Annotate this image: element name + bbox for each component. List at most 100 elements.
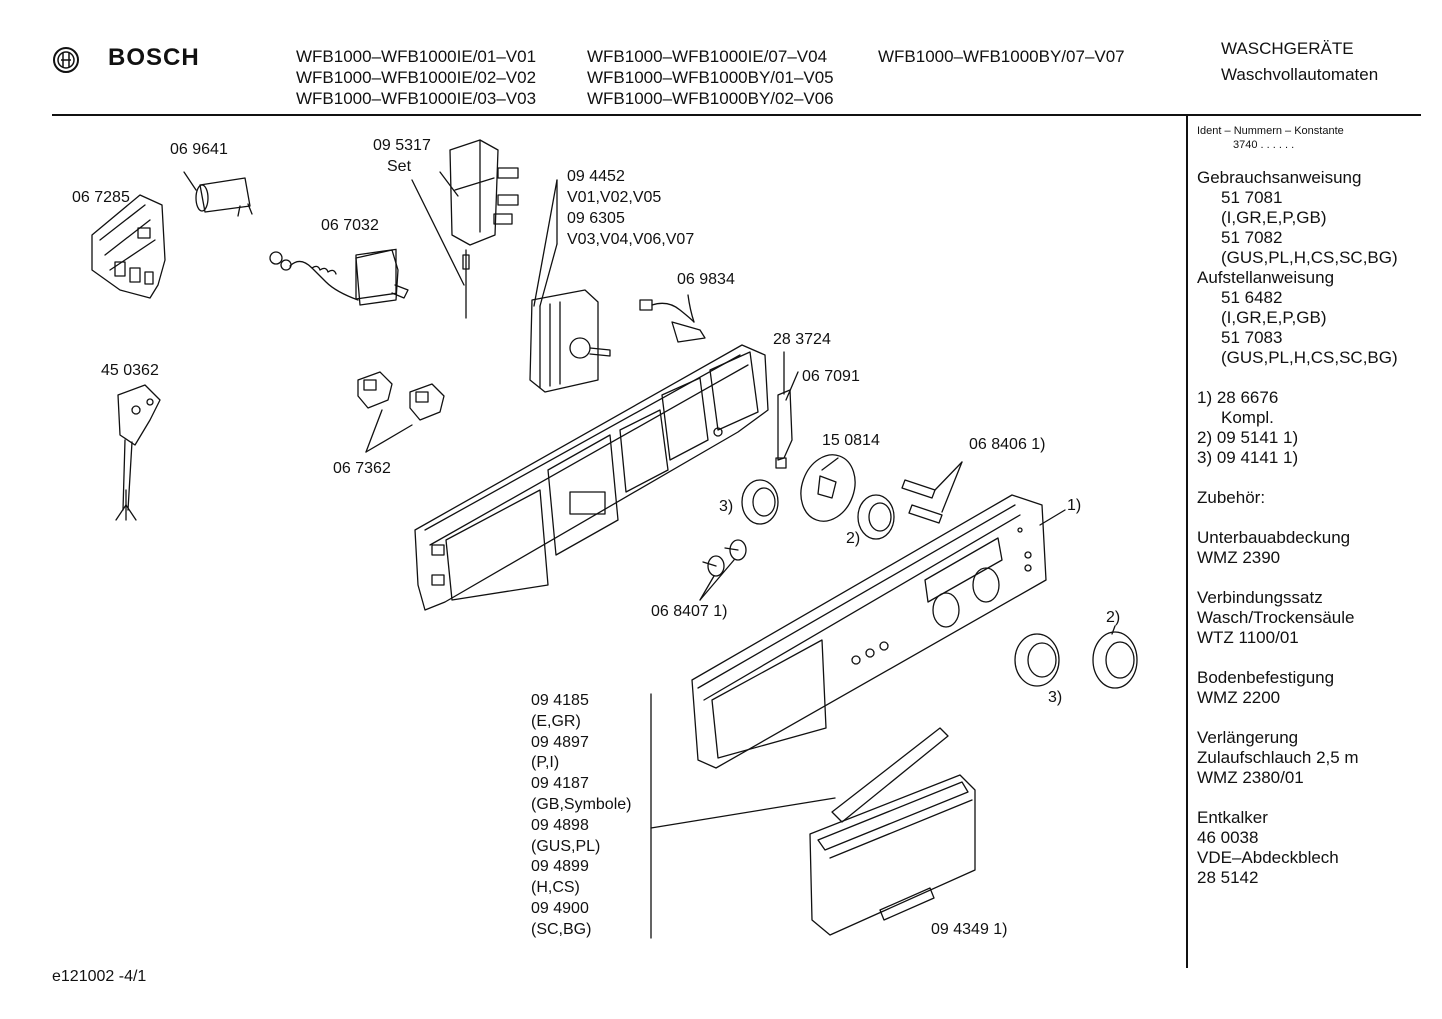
sidebar-line: (GUS,PL,H,CS,SC,BG) [1221, 348, 1398, 367]
category-subtitle: Waschvollautomaten [1221, 65, 1379, 84]
model-item: WFB1000–WFB1000IE/02–V02 [296, 68, 537, 87]
panel-variant-item: 09 4185 [531, 692, 589, 709]
sidebar-line: Wasch/Trockensäule [1197, 608, 1355, 627]
sidebar-spacer [1197, 788, 1437, 808]
sidebar-line: Entkalker [1197, 808, 1268, 827]
part-label: 45 0362 [101, 362, 159, 379]
sidebar-line: 51 7082 [1221, 228, 1283, 247]
part-label: 28 3724 [773, 331, 831, 348]
part-label: 06 9641 [170, 141, 228, 158]
part-label: 09 4349 1) [931, 921, 1008, 938]
part-label: 06 8406 1) [969, 436, 1046, 453]
panel-variant-item: (H,CS) [531, 879, 580, 897]
panel-variant-item: 09 4897 [531, 733, 589, 751]
indicator-lamps-part [901, 461, 963, 524]
ident-value: 3740 . . . . . . [1233, 139, 1295, 151]
sidebar-line: Gebrauchsanweisung [1197, 168, 1362, 187]
sidebar-line: WMZ 2380/01 [1197, 768, 1304, 787]
part-label: 3) [1048, 689, 1063, 706]
sidebar-line: Verbindungssatz [1197, 588, 1323, 607]
thermostat-part [269, 248, 409, 306]
push-switches-part [357, 371, 445, 453]
sidebar-line: VDE–Abdeckblech [1197, 848, 1339, 867]
model-item: WFB1000–WFB1000IE/03–V03 [296, 89, 537, 108]
model-item: WFB1000–WFB1000BY/07–V07 [878, 47, 1125, 66]
knob-2-part [857, 494, 895, 540]
sidebar-line: Kompl. [1221, 408, 1274, 427]
sidebar: Ident – Nummern – Konstante 3740 . . . .… [1197, 124, 1437, 888]
category-title: WASCHGERÄTE [1221, 39, 1354, 58]
sidebar-spacer [1197, 648, 1437, 668]
symbol-strip-part [650, 693, 949, 939]
brand-name: BOSCH [108, 44, 200, 71]
part-label: 06 7091 [802, 368, 860, 385]
model-list-3: WFB1000–WFB1000BY/07–V07 [878, 46, 1125, 67]
knob-3-part [741, 479, 779, 525]
footer-code: e121002 -4/1 [52, 968, 147, 985]
sidebar-spacer [1197, 368, 1437, 388]
sidebar-line: 1) 28 6676 [1197, 388, 1279, 407]
part-label: Set [387, 158, 412, 175]
model-item: WFB1000–WFB1000IE/07–V04 [587, 47, 828, 66]
sidebar-spacer [1197, 708, 1437, 728]
panel-variant-item: 09 4898 [531, 816, 589, 834]
panel-variant-item: (E,GR) [531, 712, 581, 730]
part-label: 2) [846, 530, 861, 547]
sidebar-rule [1186, 116, 1188, 968]
header-rule [52, 114, 1421, 116]
sidebar-line: Zubehör: [1197, 488, 1266, 507]
exploded-parts-diagram [91, 139, 1138, 939]
panel-variant-item: (GB,Symbole) [531, 795, 632, 813]
part-label: 06 7285 [72, 189, 130, 206]
sidebar-line: Aufstellanweisung [1197, 268, 1335, 287]
part-label: 09 5317 [373, 137, 431, 154]
pressure-switch-part [411, 139, 519, 319]
bosch-logo-icon [52, 46, 80, 79]
part-label: 06 7032 [321, 217, 379, 234]
panel-variant-list: 09 4185 (E,GR) 09 4897 (P,I) 09 4187 (GB,Symb… [531, 691, 631, 941]
sidebar-spacer [1197, 468, 1437, 488]
sidebar-line: (I,GR,E,P,GB) [1221, 208, 1327, 227]
part-label: 06 7362 [333, 460, 391, 477]
panel-variant-item: 09 4900 [531, 899, 589, 917]
sidebar-line: 28 5142 [1197, 868, 1259, 887]
sidebar-line: 2) 09 5141 1) [1197, 428, 1299, 447]
model-item: WFB1000–WFB1000BY/02–V06 [587, 89, 834, 108]
sidebar-line: Verlängerung [1197, 728, 1299, 747]
part-label: 09 4452 [567, 168, 625, 185]
knob-3-front-part [1014, 633, 1060, 687]
sidebar-line: (I,GR,E,P,GB) [1221, 308, 1327, 327]
part-label: 06 8407 1) [651, 603, 728, 620]
model-item: WFB1000–WFB1000BY/01–V05 [587, 68, 834, 87]
drawer-handle-part [809, 774, 976, 936]
panel-variant-item: 09 4187 [531, 775, 589, 793]
sidebar-line: 51 7081 [1221, 188, 1283, 207]
panel-carrier-part [414, 344, 769, 611]
part-label: 2) [1106, 609, 1121, 626]
part-label: V03,V04,V06,V07 [567, 231, 695, 248]
lever-part [775, 351, 799, 469]
sidebar-spacer [1197, 508, 1437, 528]
leader-line [1111, 625, 1116, 635]
part-label: 1) [1067, 497, 1082, 514]
model-list-1: WFB1000–WFB1000IE/01–V01 WFB1000–WFB1000… [296, 46, 536, 109]
sidebar-line: Bodenbefestigung [1197, 668, 1335, 687]
panel-variant-item: 09 4899 [531, 858, 589, 876]
part-label: 06 9834 [677, 271, 735, 288]
panel-variant-item: (GUS,PL) [531, 837, 601, 855]
part-label: V01,V02,V05 [567, 189, 662, 206]
ident-label: Ident – Nummern – Konstante [1197, 125, 1344, 137]
category-block: WASCHGERÄTE Waschvollautomaten [1221, 36, 1378, 88]
sidebar-line: 51 6482 [1221, 288, 1283, 307]
sidebar-line: WMZ 2390 [1197, 548, 1281, 567]
sidebar-line: 51 7083 [1221, 328, 1283, 347]
sidebar-spacer [1197, 568, 1437, 588]
push-buttons-part [699, 539, 747, 601]
programmer-timer-part [529, 179, 611, 393]
sensor-part [639, 294, 706, 343]
sidebar-line: Unterbauabdeckung [1197, 528, 1351, 547]
panel-variant-item: (P,I) [531, 754, 560, 772]
knob-2-front-part [1092, 631, 1138, 689]
sidebar-line: (GUS,PL,H,CS,SC,BG) [1221, 248, 1398, 267]
